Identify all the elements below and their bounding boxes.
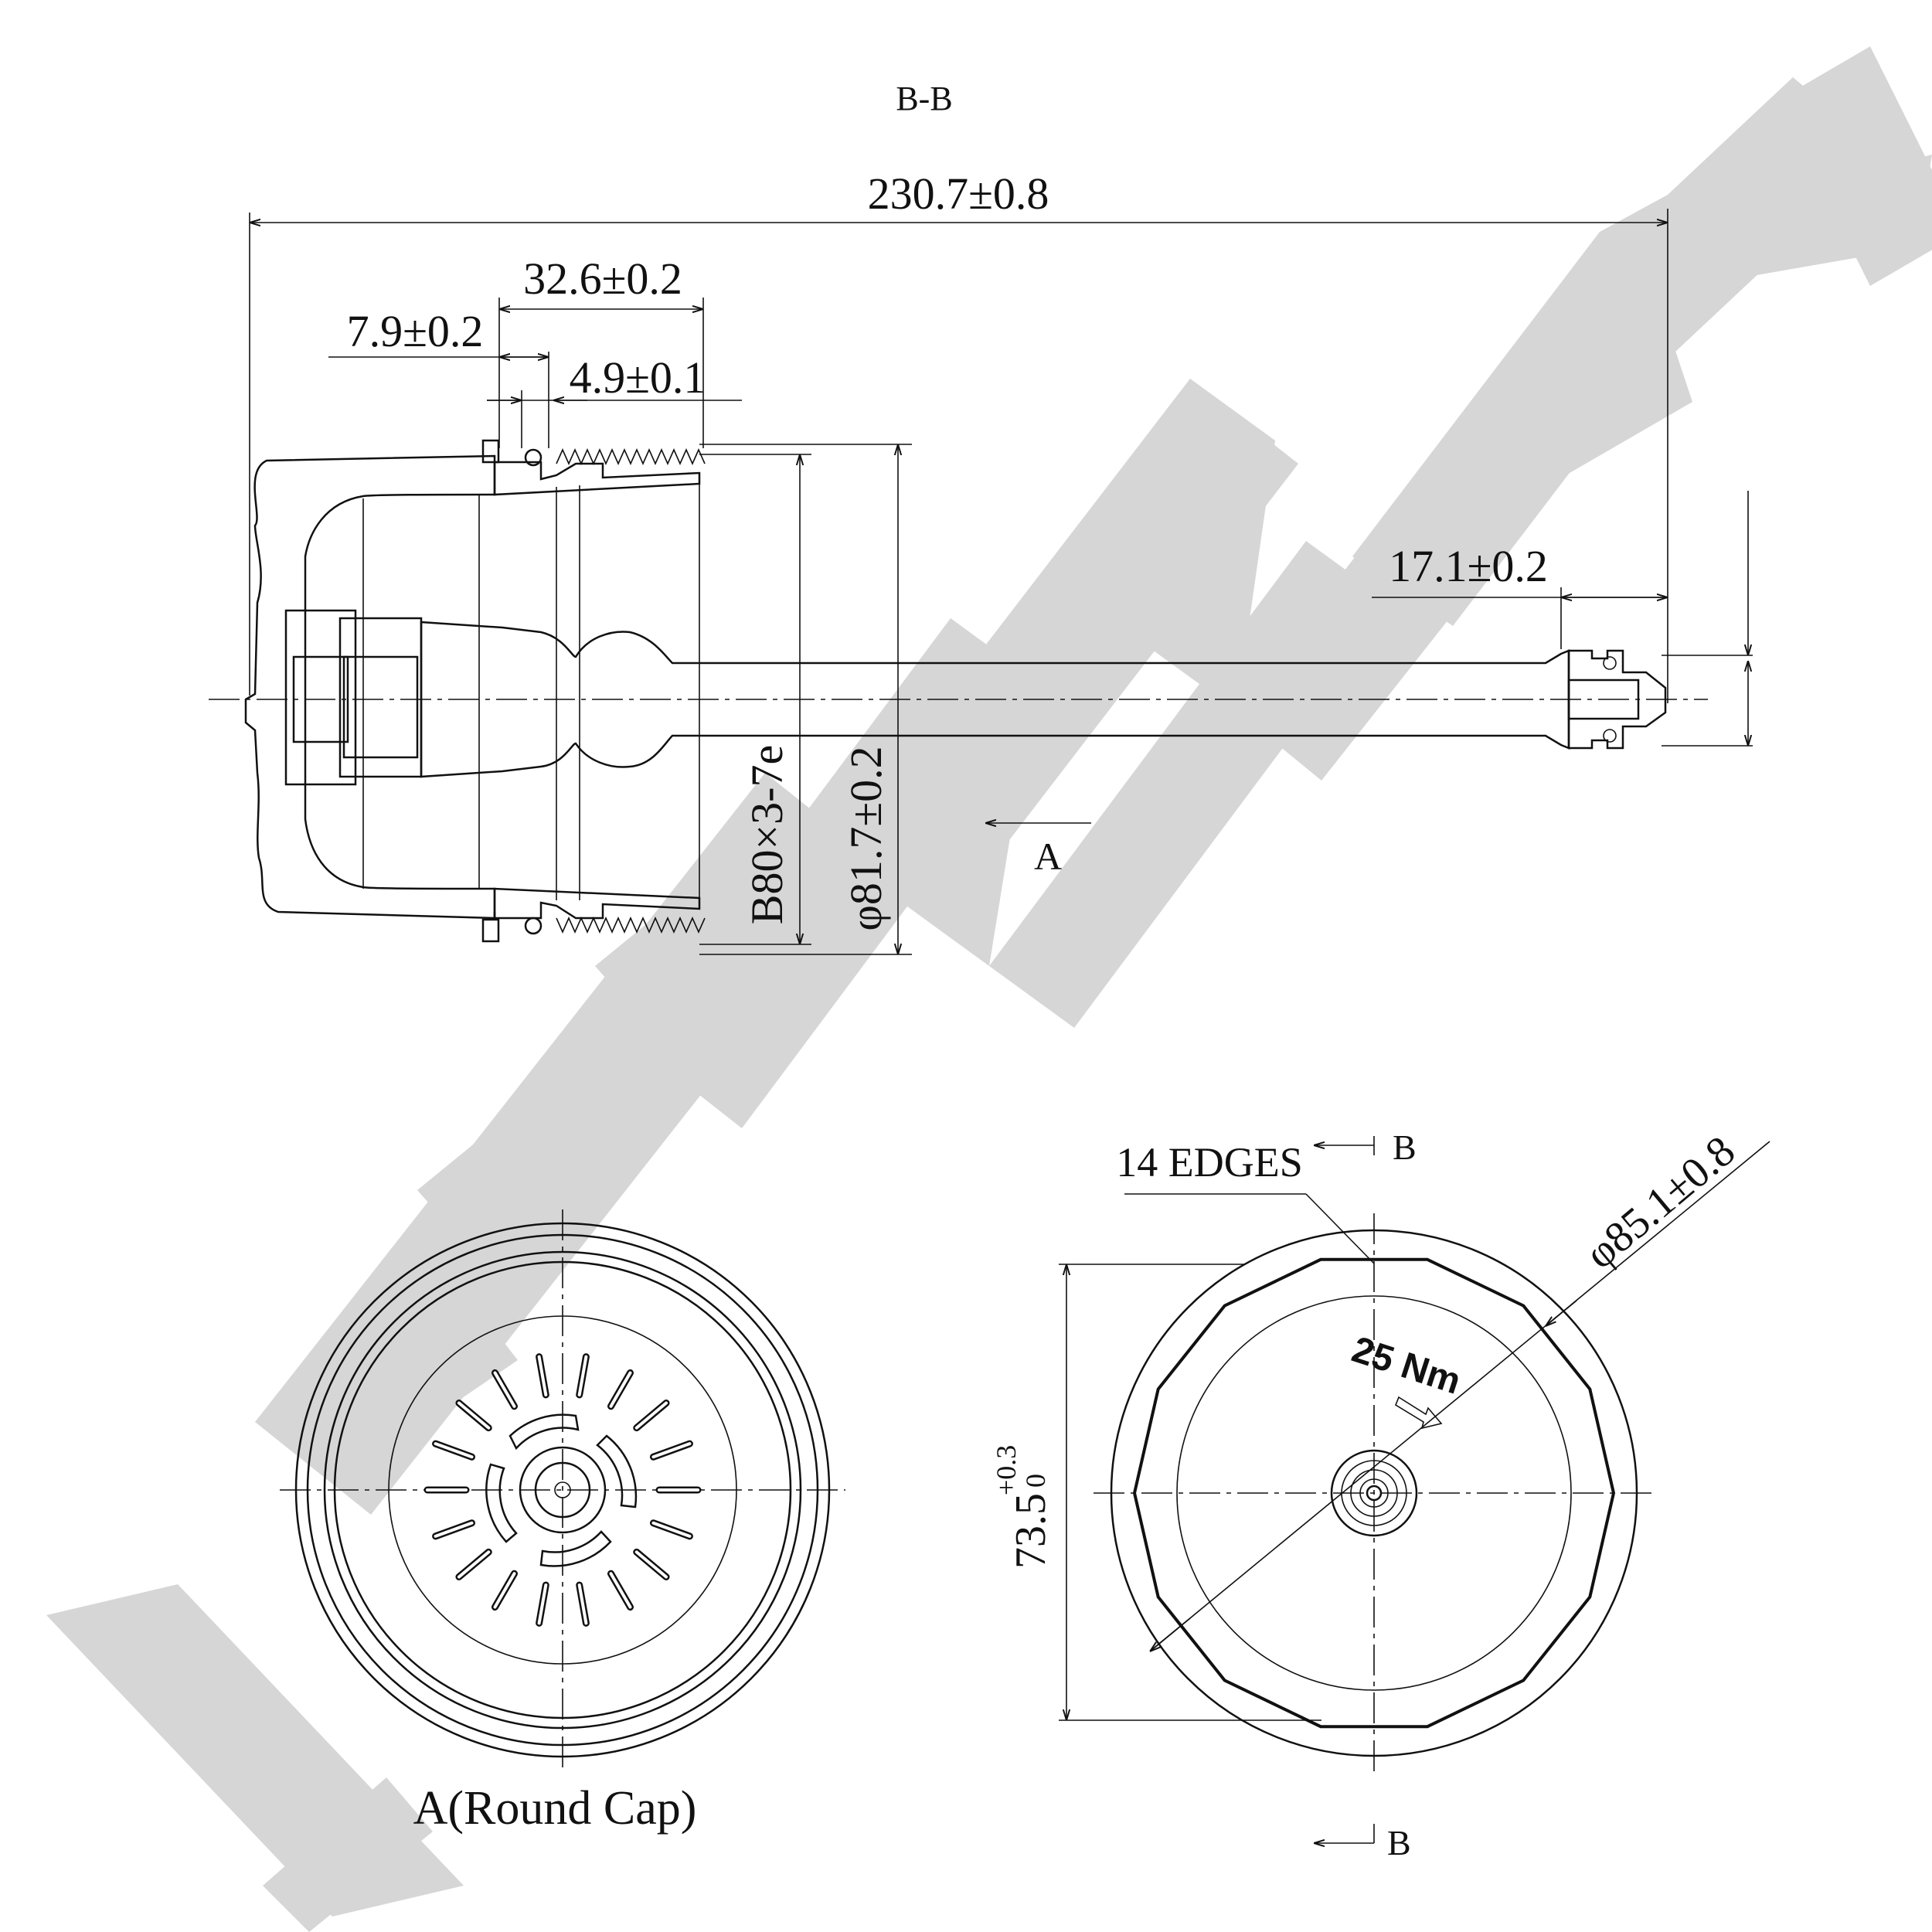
cap-diameter-dimension: φ81.7±0.2 (699, 444, 912, 955)
section-marker-bottom: B (1314, 1823, 1411, 1862)
thread-label: B80×3-7e (742, 745, 792, 924)
section-marker-bottom-label: B (1387, 1823, 1411, 1862)
radial-slot-inner (457, 1550, 491, 1579)
overall-length-dimension: 230.7±0.8 (249, 168, 1668, 703)
flat-width-base: 73.5 (1007, 1493, 1055, 1569)
view-arrow-a: A (985, 823, 1091, 878)
flange-width-label: 4.9±0.1 (570, 352, 706, 403)
torque-label: 25 Nm (1347, 1329, 1465, 1403)
fourteen-edge-polygon (1132, 1257, 1616, 1729)
radial-slot-inner (609, 1371, 632, 1408)
edges-label: 14 EDGES (1116, 1139, 1303, 1185)
radial-slot-inner (651, 1442, 692, 1459)
cap-diameter-label: φ81.7±0.2 (841, 746, 891, 930)
radial-slot-inner (577, 1583, 588, 1625)
radial-slot-inner (577, 1355, 588, 1396)
radial-slot-inner (493, 1371, 516, 1408)
tip-length-dimension: 17.1±0.2 (1372, 541, 1668, 649)
section-marker-top: B (1314, 1128, 1417, 1167)
edges-callout: 14 EDGES (1116, 1139, 1375, 1264)
cap-length-dimension: 32.6±0.2 (498, 253, 704, 448)
flange-offset-label: 7.9±0.2 (347, 306, 484, 356)
outer-diameter-dimension: φ85.1±0.8 (1150, 1127, 1770, 1651)
radial-slot-inner (634, 1401, 668, 1430)
stem-section (209, 609, 1708, 786)
torque-arrow-icon (1395, 1396, 1443, 1430)
radial-slot-inner (537, 1355, 548, 1396)
round-cap-view (280, 1209, 845, 1774)
view-arrow-label: A (1034, 835, 1062, 878)
radial-slot-inner (457, 1401, 491, 1430)
outer-diameter-label: φ85.1±0.8 (1577, 1127, 1744, 1278)
flat-width-dimension: 73.5 +0.3 0 (991, 1264, 1321, 1721)
section-label: B-B (896, 80, 952, 117)
overall-length-label: 230.7±0.8 (868, 168, 1049, 219)
radial-slot-inner (651, 1521, 692, 1538)
flat-width-tol-lower: 0 (1020, 1474, 1051, 1488)
watermark-logo (46, 46, 1932, 1932)
flange-width-dimension: 4.9±0.1 (487, 352, 742, 448)
radial-slot-inner (434, 1521, 474, 1538)
radial-slot-inner (537, 1583, 548, 1625)
tip-length-label: 17.1±0.2 (1389, 541, 1548, 591)
flange-offset-dimension: 7.9±0.2 (328, 306, 549, 448)
section-marker-top-label: B (1393, 1128, 1417, 1167)
cap-body-section (244, 439, 706, 943)
thread-dimension: B80×3-7e (699, 454, 811, 945)
flat-width-tol-upper: +0.3 (991, 1445, 1022, 1495)
radial-slot-inner (634, 1550, 668, 1579)
round-cap-radial-slots (423, 1353, 702, 1627)
torque-marking: 25 Nm (1347, 1329, 1465, 1430)
round-cap-caption: A(Round Cap) (413, 1782, 697, 1835)
radial-slot-inner (434, 1442, 474, 1459)
tip-height-dimension (1662, 491, 1753, 747)
cap-length-label: 32.6±0.2 (523, 253, 682, 304)
radial-slot-inner (493, 1572, 516, 1609)
radial-slot-inner (609, 1572, 632, 1609)
top-view (1094, 1213, 1654, 1777)
